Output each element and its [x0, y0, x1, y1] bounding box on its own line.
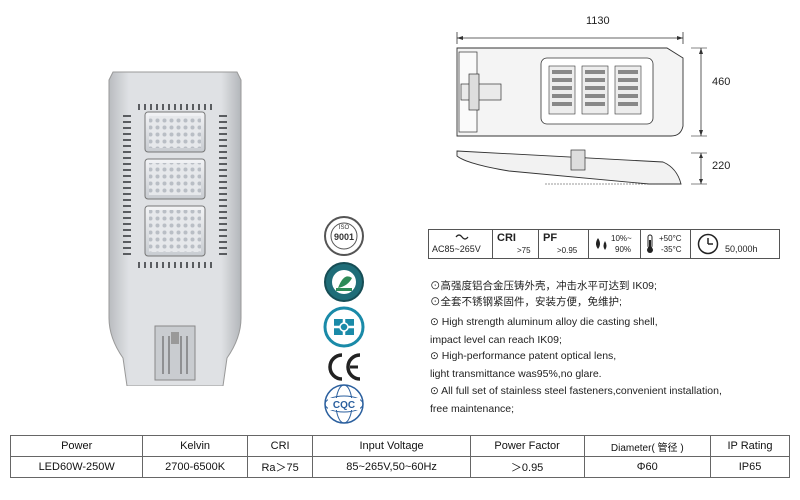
- table-cell: ＞0.95: [469, 456, 585, 478]
- voltage-cell: AC85~265V: [429, 230, 493, 258]
- height-dimension: 460: [712, 76, 731, 88]
- pf-value: >0.95: [557, 246, 578, 255]
- svg-text:9001: 9001: [334, 232, 354, 242]
- feature-line: ⊙ All full set of stainless steel fasten…: [430, 385, 722, 397]
- table-cell: Ra＞75: [246, 456, 314, 478]
- table-cell: IP65: [710, 456, 790, 478]
- feature-line: ⊙高强度铝合金压铸外壳，冲击水平可达到 IK09;: [430, 280, 657, 292]
- spec-icons-row: AC85~265V CRI >75 PF >0.95 10%~ 90% +50°…: [428, 229, 780, 259]
- feature-line: impact level can reach IK09;: [430, 334, 562, 346]
- table-header: Power: [9, 435, 144, 457]
- temp-low: -35°C: [661, 245, 682, 254]
- table-header: Diameter( 管径 ): [583, 435, 712, 457]
- table-header: Kelvin: [142, 435, 248, 457]
- humidity-cell: 10%~ 90%: [589, 230, 641, 258]
- water-drop-icon: [596, 238, 607, 250]
- feature-line: free maintenance;: [430, 403, 515, 415]
- iso9001-icon: 9001 ISO: [324, 216, 364, 256]
- table-header: Input Voltage: [312, 435, 471, 457]
- table-row: LED60W-250W 2700-6500K Ra＞75 85~265V,50~…: [9, 456, 790, 478]
- green-product-icon: [324, 262, 364, 302]
- feature-line: ⊙全套不锈钢紧固件，安装方便，免维护;: [430, 296, 622, 308]
- feature-line: light transmittance was95%,no glare.: [430, 368, 602, 380]
- feature-line: ⊙ High strength aluminum alloy die casti…: [430, 316, 658, 328]
- width-dimension: 1130: [586, 15, 610, 27]
- table-cell: 85~265V,50~60Hz: [312, 456, 471, 478]
- pf-title: PF: [543, 232, 558, 244]
- svg-text:ISO: ISO: [339, 225, 350, 231]
- table-header-row: Power Kelvin CRI Input Voltage Power Fac…: [9, 435, 790, 457]
- humidity-low: 10%~: [611, 234, 632, 243]
- temperature-cell: +50°C -35°C: [641, 230, 691, 258]
- side-dimension: 220: [712, 160, 731, 172]
- temp-high: +50°C: [659, 234, 682, 243]
- thermometer-icon: [647, 234, 653, 253]
- pf-cell: PF >0.95: [539, 230, 589, 258]
- table-cell: 2700-6500K: [142, 456, 248, 478]
- dimension-drawing: [456, 32, 707, 185]
- svg-text:CQC: CQC: [333, 400, 355, 411]
- cri-value: >75: [517, 246, 531, 255]
- energy-saving-icon: [323, 306, 365, 348]
- table-cell: Φ60: [583, 456, 712, 478]
- lifetime-label: 50,000h: [725, 244, 758, 254]
- humidity-high: 90%: [615, 245, 632, 254]
- street-light-photo: [108, 71, 242, 386]
- ac-wave-icon: [455, 234, 469, 240]
- table-header: CRI: [246, 435, 314, 457]
- spec-table: Power Kelvin CRI Input Voltage Power Fac…: [9, 435, 790, 478]
- clock-icon: [697, 233, 719, 255]
- table-header: IP Rating: [710, 435, 790, 457]
- voltage-label: AC85~265V: [432, 244, 481, 254]
- lifetime-cell: 50,000h: [691, 230, 777, 258]
- cri-title: CRI: [497, 232, 516, 244]
- table-cell: LED60W-250W: [9, 456, 144, 478]
- feature-line: ⊙ High-performance patent optical lens,: [430, 350, 617, 362]
- cri-cell: CRI >75: [493, 230, 539, 258]
- table-header: Power Factor: [469, 435, 585, 457]
- cqc-icon: CQC: [324, 384, 364, 424]
- ce-mark-icon: [328, 353, 361, 381]
